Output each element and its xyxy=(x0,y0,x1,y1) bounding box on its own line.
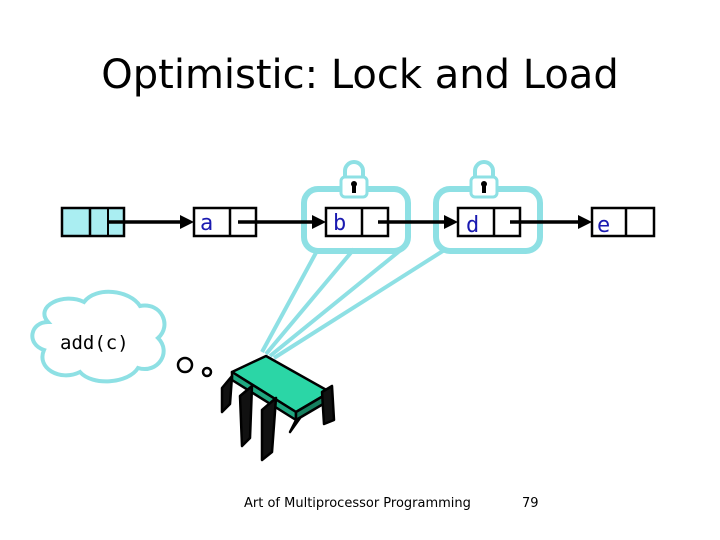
thought-bubble-small xyxy=(201,366,213,378)
padlock-icon xyxy=(339,160,369,199)
footer-title: Art of Multiprocessor Programming xyxy=(244,496,471,511)
list-node-e: e xyxy=(590,206,656,238)
node-label-d: d xyxy=(466,213,479,238)
thought-cloud: add(c) xyxy=(30,289,167,384)
node-label-a: a xyxy=(200,211,213,236)
thread-table-icon xyxy=(220,354,336,462)
list-node-b: b xyxy=(324,206,390,238)
thought-bubble-large xyxy=(176,356,194,374)
padlock-icon xyxy=(469,160,499,199)
thread-reference-lines xyxy=(260,247,448,360)
slide-title: Optimistic: Lock and Load xyxy=(101,52,619,98)
node-label-b: b xyxy=(333,211,346,236)
page-number: 79 xyxy=(522,496,539,511)
node-label-e: e xyxy=(597,213,610,238)
thought-text: add(c) xyxy=(60,332,129,354)
next-pointers xyxy=(108,215,592,229)
